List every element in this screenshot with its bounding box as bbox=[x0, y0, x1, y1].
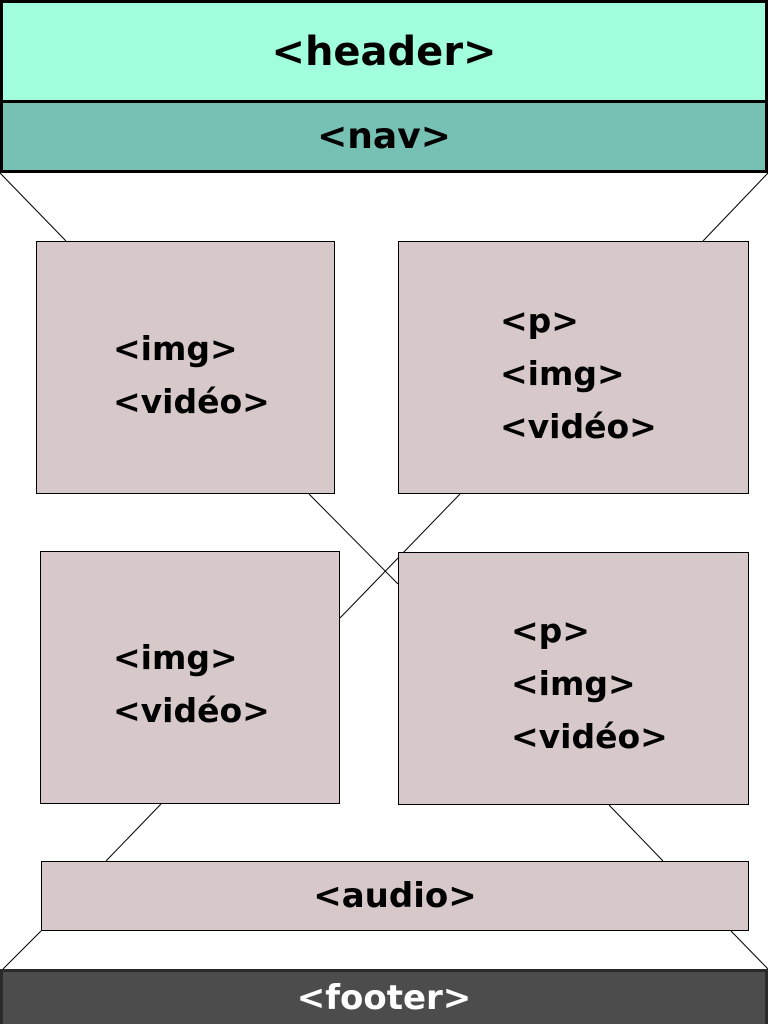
audio-label: <audio> bbox=[313, 876, 477, 916]
connector-line bbox=[730, 930, 768, 970]
connector-line bbox=[702, 172, 768, 242]
connector-line bbox=[2, 930, 42, 970]
box-line: <vidéo> bbox=[113, 382, 270, 421]
box-line: <vidéo> bbox=[113, 691, 270, 730]
footer-block: <footer> bbox=[0, 969, 768, 1024]
box-line: <img> bbox=[113, 329, 238, 368]
box-line: <p> bbox=[500, 301, 579, 340]
content-box: <p> <img> <vidéo> bbox=[398, 241, 749, 494]
header-label: <header> bbox=[271, 28, 497, 75]
box-line: <vidéo> bbox=[511, 717, 668, 756]
connector-line bbox=[0, 172, 67, 242]
header-block: <header> bbox=[0, 0, 768, 103]
connector-line bbox=[608, 804, 664, 862]
connector-line bbox=[105, 803, 162, 862]
nav-block: <nav> bbox=[0, 100, 768, 173]
box-line: <p> bbox=[511, 611, 590, 650]
connector-line bbox=[308, 493, 399, 585]
content-box: <img> <vidéo> bbox=[36, 241, 335, 494]
audio-block: <audio> bbox=[41, 861, 749, 931]
footer-label: <footer> bbox=[296, 978, 472, 1018]
content-box: <img> <vidéo> bbox=[40, 551, 340, 804]
box-line: <vidéo> bbox=[500, 407, 657, 446]
nav-label: <nav> bbox=[317, 116, 451, 157]
box-line: <img> bbox=[511, 664, 636, 703]
box-line: <img> bbox=[113, 638, 238, 677]
content-box: <p> <img> <vidéo> bbox=[398, 552, 749, 805]
box-line: <img> bbox=[500, 354, 625, 393]
